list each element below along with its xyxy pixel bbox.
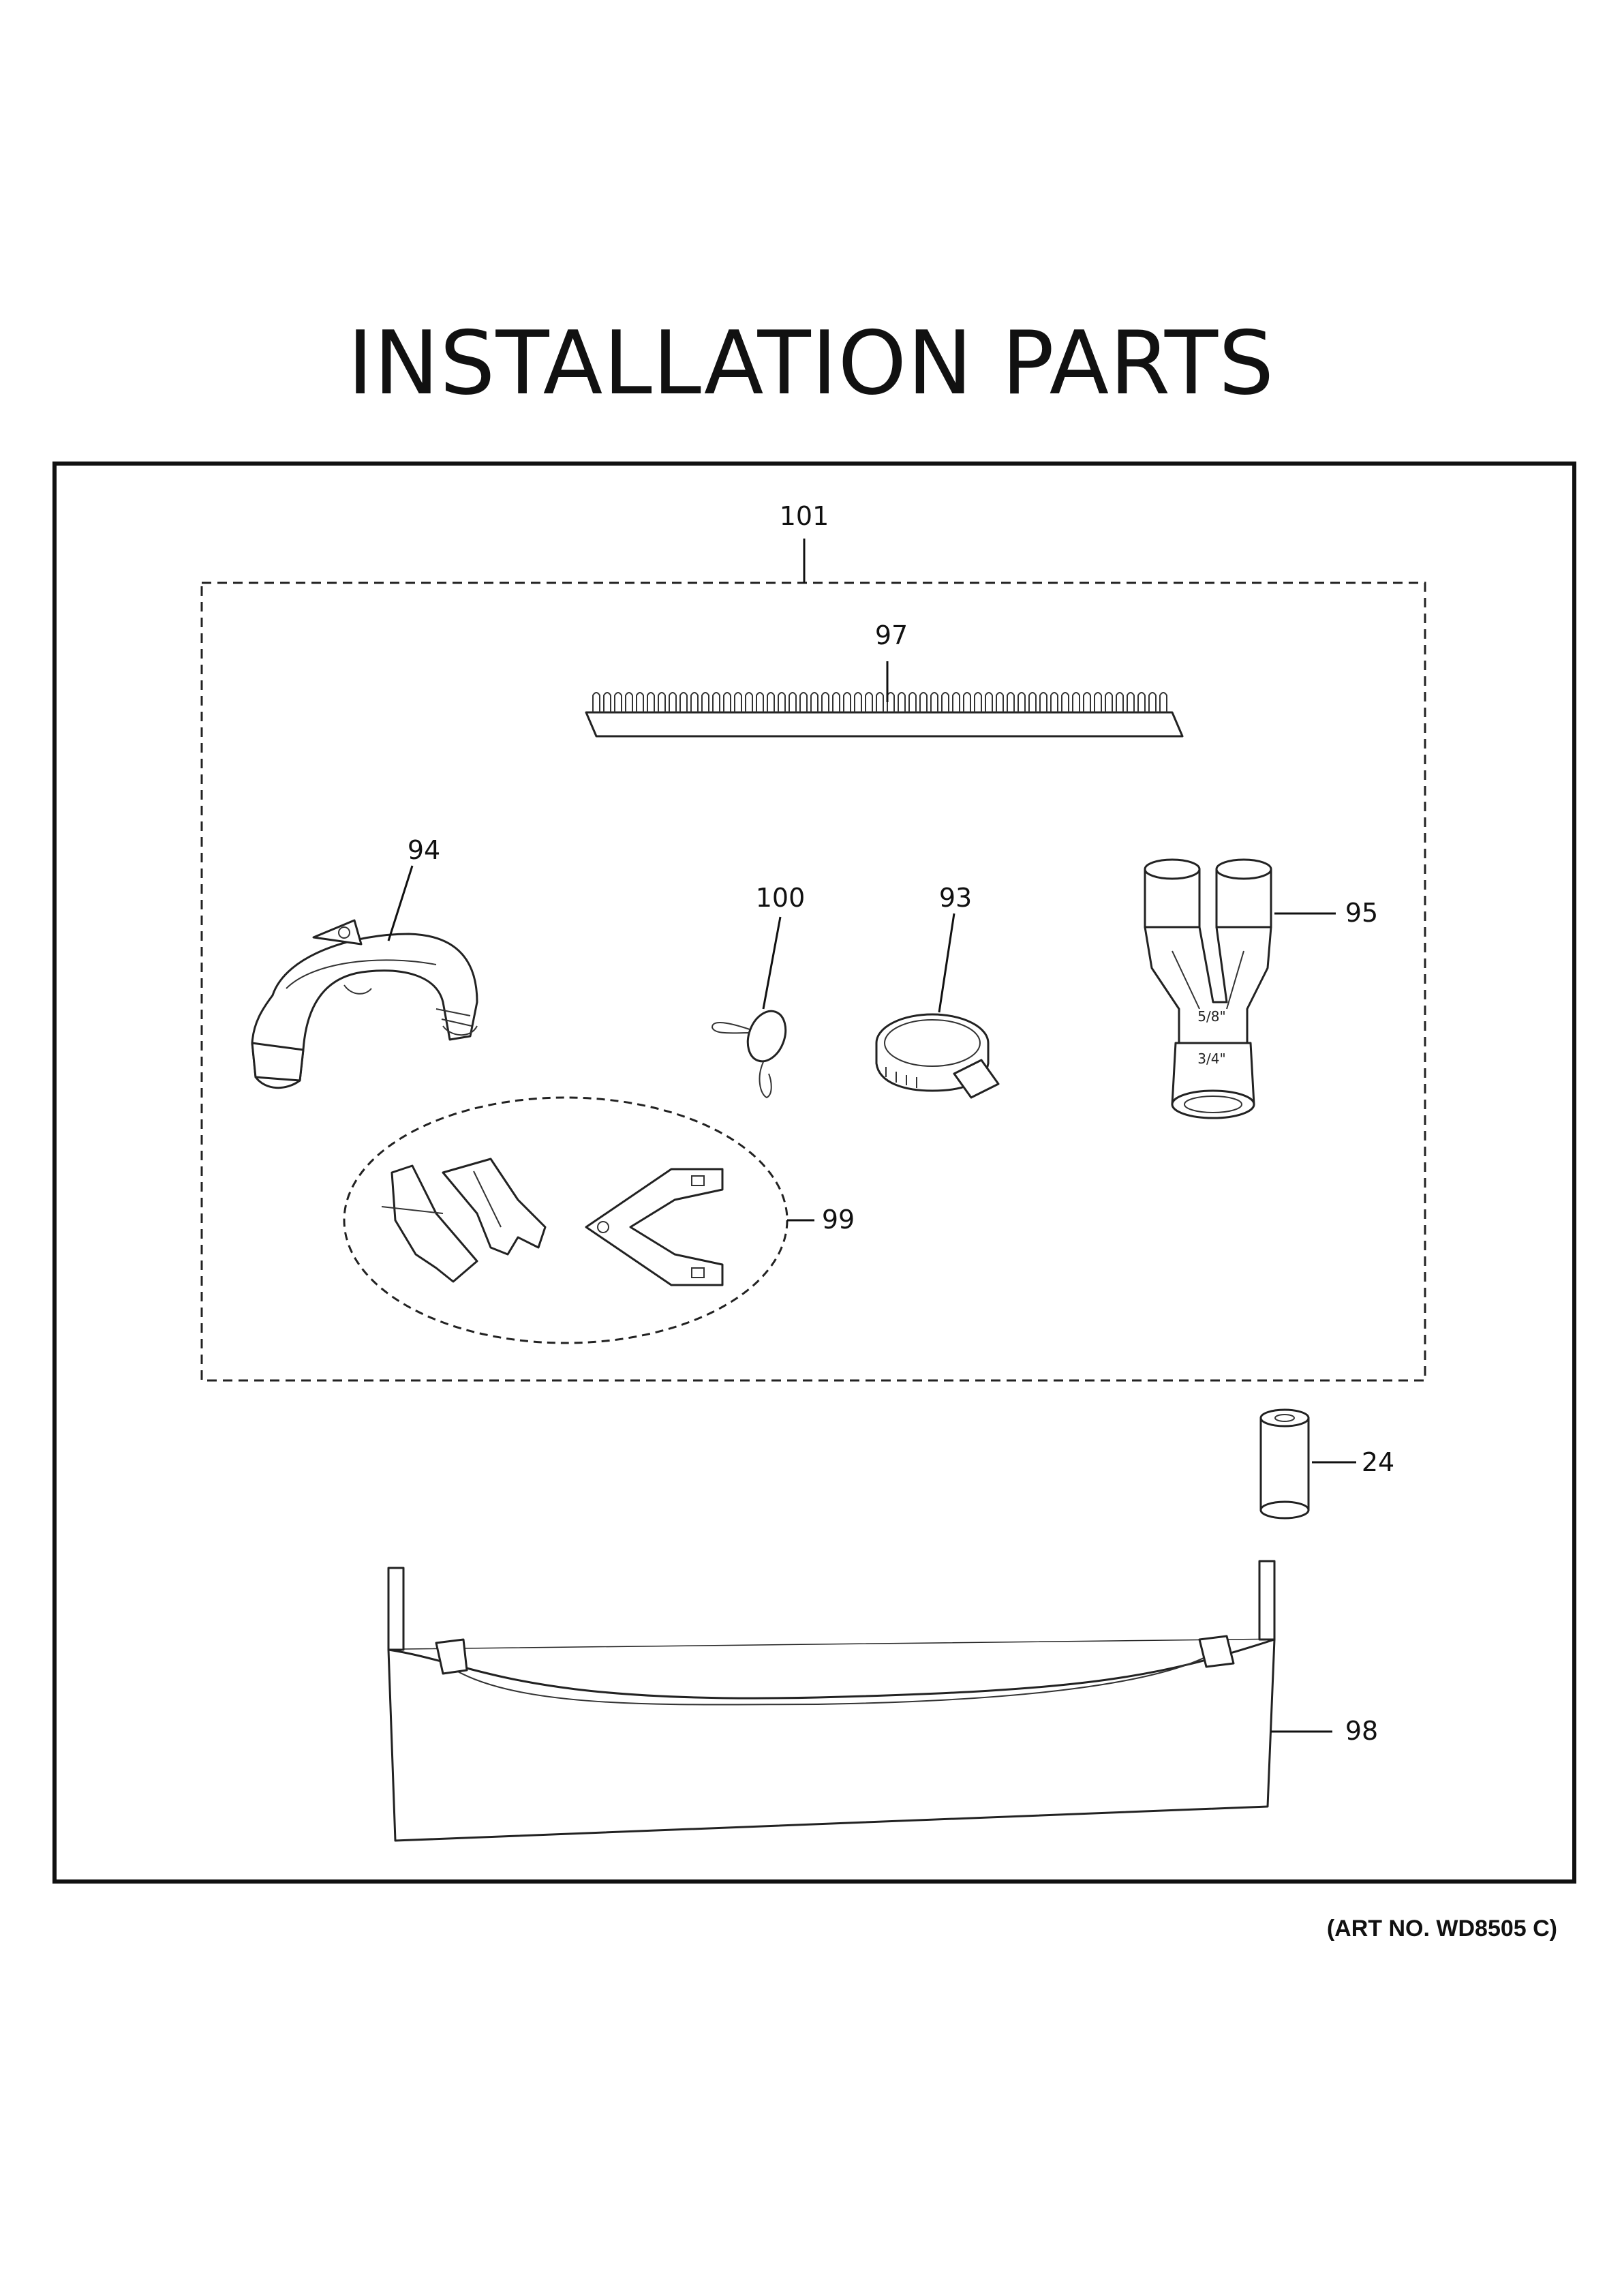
strip-tooth xyxy=(723,692,731,712)
strip-tooth xyxy=(930,692,938,712)
strip-tooth xyxy=(941,692,949,712)
strip-tooth xyxy=(592,692,600,712)
page-title: INSTALLATION PARTS xyxy=(347,313,1275,414)
callout-100: 100 xyxy=(756,883,806,913)
strip-tooth xyxy=(1148,692,1157,712)
strip-tooth xyxy=(647,692,655,712)
strip-tooth xyxy=(669,692,677,712)
strip-tooth xyxy=(1007,692,1015,712)
strip-tooth xyxy=(625,692,633,712)
kit-group-outline xyxy=(200,581,1426,1382)
strip-tooth xyxy=(876,692,884,712)
strip-tooth xyxy=(1116,692,1124,712)
strip-tooth xyxy=(832,692,840,712)
strip-tooth xyxy=(898,692,906,712)
toe-kick-panel xyxy=(387,1560,1276,1842)
callout-93: 93 xyxy=(939,883,972,913)
marking-upper: 5/8" xyxy=(1197,1008,1225,1025)
y-connector: 5/8" 3/4" xyxy=(1144,858,1272,1119)
strip-tooth xyxy=(799,692,808,712)
strip-tooth xyxy=(734,692,742,712)
strip-tooth xyxy=(908,692,917,712)
strip-tooth xyxy=(865,692,873,712)
strip-tooth xyxy=(854,692,862,712)
callout-98: 98 xyxy=(1345,1716,1378,1746)
callout-95: 95 xyxy=(1345,898,1378,928)
strip-tooth xyxy=(1105,692,1113,712)
strip-tooth xyxy=(1127,692,1135,712)
callout-24: 24 xyxy=(1362,1447,1394,1477)
drain-hose-guide xyxy=(251,919,478,1089)
strip-tooth xyxy=(996,692,1004,712)
wire-tie xyxy=(711,1010,787,1099)
strip-tooth xyxy=(952,692,960,712)
strip-tooth xyxy=(636,692,644,712)
strip-tooth xyxy=(745,692,753,712)
strip-tooth xyxy=(778,692,786,712)
strip-tooth xyxy=(1039,692,1047,712)
strip-tooth xyxy=(810,692,818,712)
leader-93 xyxy=(938,913,955,1013)
strip-tooth xyxy=(974,692,982,712)
hose-clamp xyxy=(875,1013,1000,1099)
diagram-frame xyxy=(52,462,1576,1884)
strip-tooth xyxy=(919,692,928,712)
strip-tooth xyxy=(1094,692,1102,712)
strip-tooth xyxy=(658,692,666,712)
strip-tooth xyxy=(843,692,851,712)
strip-tooth xyxy=(701,692,709,712)
strip-tooth xyxy=(690,692,699,712)
leader-94 xyxy=(387,865,414,941)
strip-tooth xyxy=(756,692,764,712)
hose-retainer-strip xyxy=(585,692,1184,738)
callout-94: 94 xyxy=(408,835,440,865)
strip-tooth xyxy=(679,692,688,712)
strip-tooth xyxy=(1050,692,1058,712)
strip-tooth xyxy=(1137,692,1146,712)
strip-tooth xyxy=(1017,692,1026,712)
strip-tooth xyxy=(1072,692,1080,712)
strip-tooth xyxy=(1083,692,1091,712)
strip-tooth xyxy=(603,692,611,712)
strip-tooth xyxy=(1061,692,1069,712)
strip-tooth xyxy=(712,692,720,712)
strip-tooth xyxy=(767,692,775,712)
spacer xyxy=(1259,1408,1310,1520)
strip-tooth xyxy=(821,692,829,712)
leader-100 xyxy=(762,916,782,1010)
callout-97: 97 xyxy=(875,620,908,650)
strip-tooth xyxy=(614,692,622,712)
callout-101: 101 xyxy=(780,501,829,531)
strip-tooth xyxy=(985,692,993,712)
strip-tooth xyxy=(1028,692,1037,712)
art-number: (ART NO. WD8505 C) xyxy=(1326,1916,1557,1942)
leveling-tools xyxy=(381,1158,724,1286)
marking-lower: 3/4" xyxy=(1197,1051,1225,1067)
strip-tooth xyxy=(789,692,797,712)
callout-99: 99 xyxy=(822,1205,855,1235)
strip-tooth xyxy=(1159,692,1167,712)
strip-tooth xyxy=(963,692,971,712)
